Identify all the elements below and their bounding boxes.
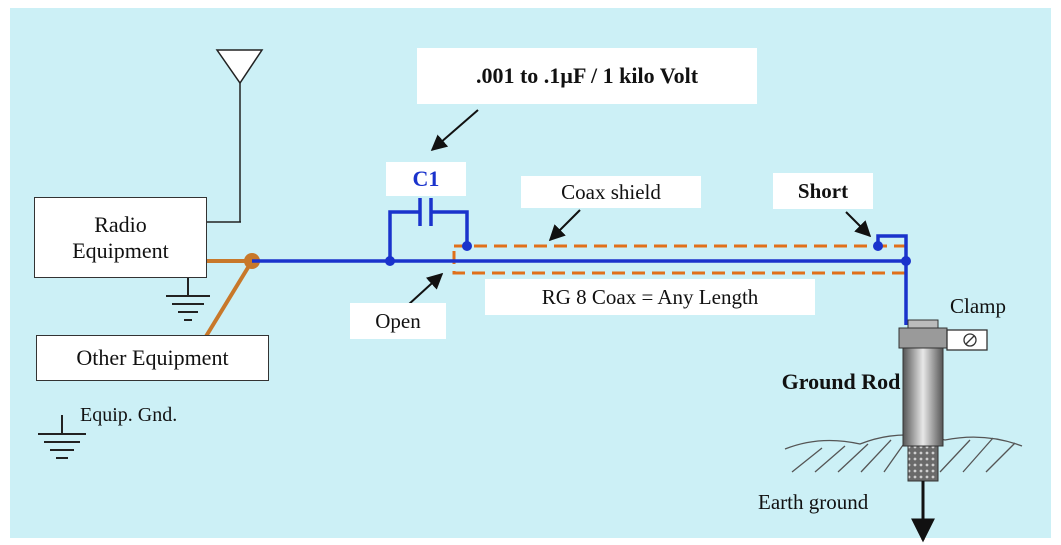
capacitor-id-label: C1 [386,162,466,196]
coax-type-label: RG 8 Coax = Any Length [485,279,815,315]
capacitor-icon [418,198,433,226]
radio-ground-icon [166,278,210,321]
other-equipment-label: Other Equipment [76,345,229,371]
other-equipment-box: Other Equipment [36,335,269,381]
clamp-icon [946,329,988,351]
radio-equipment-box: Radio Equipment [34,197,207,278]
antenna-icon [207,49,264,223]
junction-dots [385,241,911,266]
ground-rod-icon [898,319,948,482]
coax-shield-label: Coax shield [521,176,701,208]
radio-equipment-label: Radio Equipment [72,212,169,263]
soil-hatching [784,434,1023,473]
earth-ground-label: Earth ground [758,490,869,514]
short-label: Short [773,173,873,209]
pointer-arrows [407,109,872,306]
ground-rod-label: Ground Rod [781,369,901,394]
clamp-label: Clamp [950,294,1006,318]
equipment-ground-wire [203,259,254,340]
capacitor-spec-label: .001 to .1µF / 1 kilo Volt [417,48,757,104]
equip-gnd-label: Equip. Gnd. [80,404,178,426]
equipment-ground-icon [38,415,86,459]
open-label: Open [350,303,446,339]
